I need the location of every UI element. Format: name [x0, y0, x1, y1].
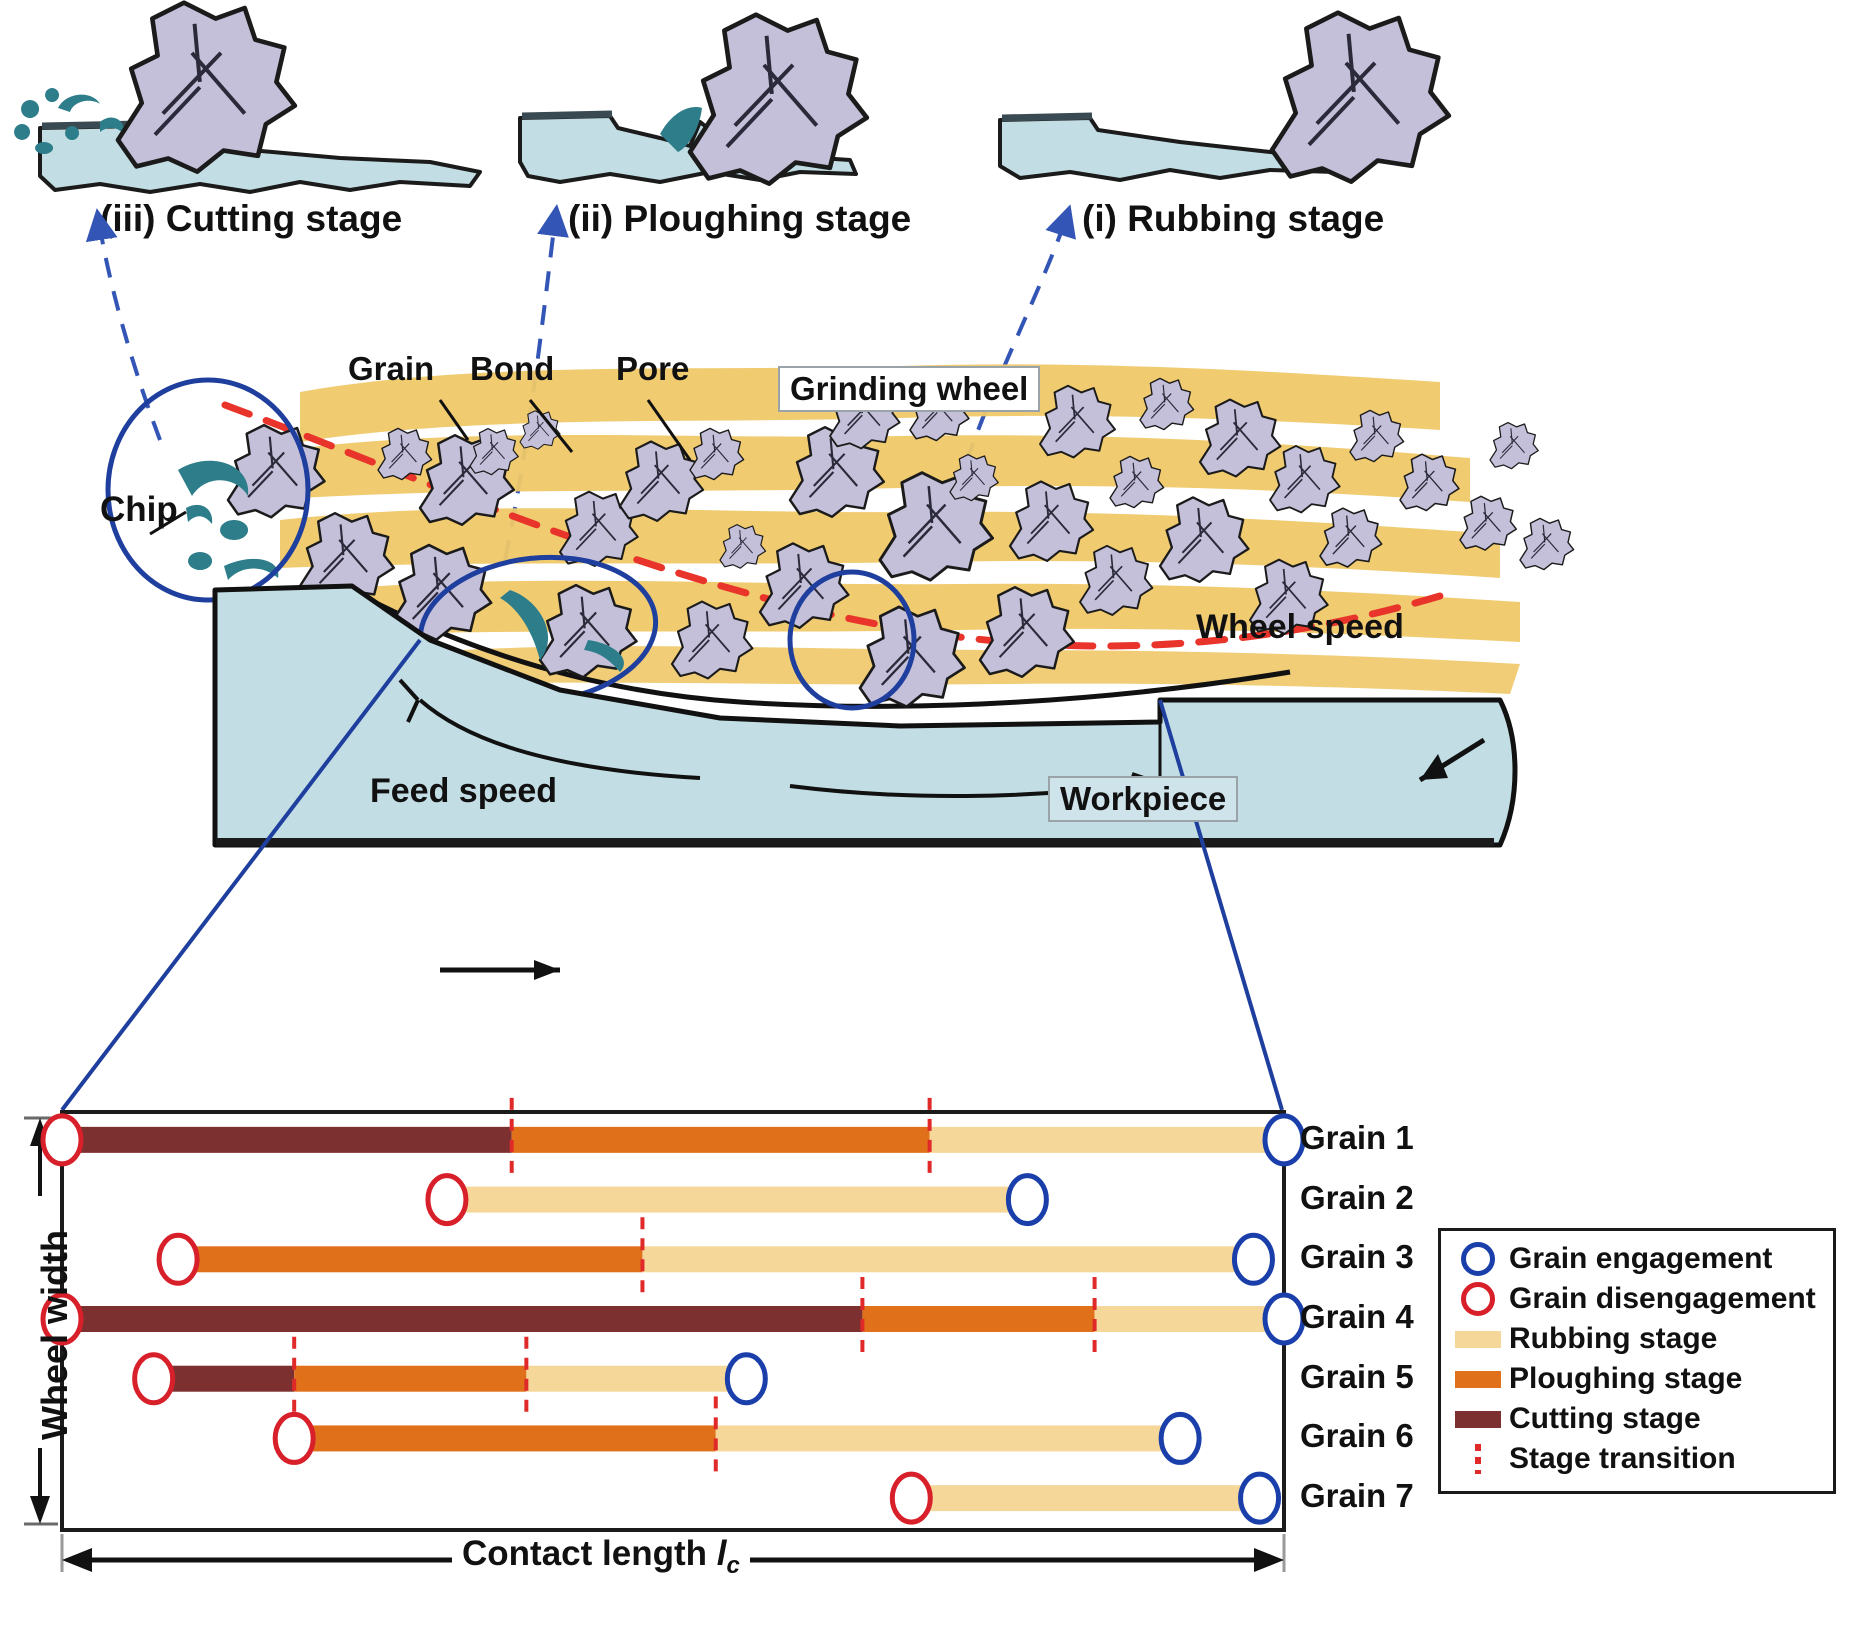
chart-bars-group — [40, 1097, 1306, 1525]
grain-disengagement-marker — [40, 1292, 84, 1346]
cutting-stage-illustration — [14, 3, 482, 194]
rubbing-stage-illustration — [998, 13, 1449, 182]
grain-disengagement-marker — [272, 1411, 316, 1465]
grain-row-label-4: Grain 4 — [1300, 1298, 1414, 1335]
legend-label-grain-engagement: Grain engagement — [1509, 1242, 1773, 1275]
legend-row-grain-disengagement: Grain disengagement — [1447, 1279, 1827, 1319]
contact-length-symbol: l — [716, 1534, 727, 1573]
bar-segment-ploughing — [511, 1126, 930, 1153]
grain-engagement-marker — [724, 1352, 768, 1406]
grain-engagement-marker — [1262, 1292, 1306, 1346]
grain-engagement-marker — [1231, 1232, 1275, 1286]
legend-row-cutting: Cutting stage — [1447, 1399, 1827, 1439]
grain-row-label-3: Grain 3 — [1300, 1238, 1414, 1276]
zoom-connector-right — [1158, 699, 1284, 1111]
bar-segment-rubbing — [929, 1126, 1284, 1153]
zoom-connector-left — [60, 638, 422, 1112]
chips — [178, 460, 625, 672]
grain-engagement-marker — [1238, 1471, 1282, 1525]
grain-row-label-2: Grain 2 — [1300, 1178, 1414, 1216]
bar-segment-rubbing — [715, 1425, 1181, 1452]
bar-segment-rubbing — [526, 1365, 747, 1392]
feed-speed-label: Feed speed — [370, 772, 558, 810]
leader-chip — [149, 510, 187, 536]
leader-pore — [646, 399, 692, 461]
bar-segment-rubbing — [446, 1186, 1028, 1213]
grain-disengagement-marker — [425, 1173, 469, 1227]
ploughing-swatch-icon — [1455, 1370, 1501, 1388]
stage-transition-dashed-icon — [1475, 1444, 1481, 1474]
callout-circle-rubbing — [787, 569, 917, 711]
grain-row-label-7: Grain 7 — [1300, 1477, 1414, 1515]
callout-arrow-cutting — [85, 208, 162, 441]
stage-caption-ploughing: (ii) Ploughing stage — [568, 198, 912, 239]
bar-segment-ploughing — [178, 1246, 643, 1273]
grain-disengagement-marker — [889, 1471, 933, 1525]
ploughing-stage-illustration — [518, 15, 867, 184]
grain-engagement-marker — [1158, 1411, 1202, 1465]
bar-segment-rubbing — [1094, 1306, 1284, 1332]
leader-grain — [438, 399, 470, 441]
legend-label-cutting: Cutting stage — [1509, 1402, 1701, 1435]
bar-segment-ploughing — [294, 1425, 716, 1452]
legend-row-ploughing: Ploughing stage — [1447, 1359, 1827, 1399]
axis-label-wheel-width: Wheel width — [34, 1230, 75, 1440]
bar-segment-cutting — [62, 1306, 863, 1332]
legend-label-grain-disengagement: Grain disengagement — [1509, 1282, 1816, 1315]
wheel-speed-label: Wheel speed — [1196, 608, 1404, 646]
legend-label-rubbing: Rubbing stage — [1509, 1322, 1718, 1355]
grain-disengagement-marker — [156, 1232, 200, 1286]
rubbing-swatch-icon — [1455, 1330, 1501, 1348]
grain-row-label-1: Grain 1 — [1300, 1118, 1414, 1156]
legend-label-ploughing: Ploughing stage — [1509, 1362, 1743, 1395]
label-grain: Grain — [348, 350, 435, 387]
grain-row-label-6: Grain 6 — [1300, 1417, 1414, 1455]
bar-segment-ploughing — [862, 1306, 1095, 1332]
axis-label-contact-length: Contact length lc — [452, 1534, 750, 1580]
label-chip: Chip — [100, 490, 178, 529]
grain-row-label-5: Grain 5 — [1300, 1357, 1414, 1395]
grain-engagement-ring-icon — [1461, 1242, 1495, 1276]
grain-engagement-marker — [1262, 1113, 1306, 1167]
contact-length-subscript: c — [726, 1552, 740, 1579]
bar-segment-ploughing — [294, 1365, 527, 1392]
grinding-wheel-label: Grinding wheel — [778, 366, 1041, 412]
grain-disengagement-marker — [132, 1352, 176, 1406]
bar-segment-cutting — [62, 1126, 512, 1153]
grain-engagement-marker — [1005, 1173, 1049, 1227]
grain-disengagement-marker — [40, 1113, 84, 1167]
flow-arrow-left — [418, 698, 701, 780]
leader-bond — [528, 399, 574, 453]
contact-length-prefix: Contact length — [462, 1534, 717, 1573]
label-bond: Bond — [470, 350, 555, 387]
label-pore: Pore — [616, 350, 690, 387]
grain-disengagement-ring-icon — [1461, 1282, 1495, 1316]
legend-row-transition: Stage transition — [1447, 1439, 1827, 1479]
bar-segment-rubbing — [642, 1246, 1254, 1273]
legend-row-rubbing: Rubbing stage — [1447, 1319, 1827, 1359]
legend-label-transition: Stage transition — [1509, 1442, 1736, 1475]
cutting-swatch-icon — [1455, 1410, 1501, 1428]
workpiece-label: Workpiece — [1048, 776, 1239, 822]
stage-caption-rubbing: (i) Rubbing stage — [1082, 198, 1385, 239]
legend-row-grain-engagement: Grain engagement — [1447, 1239, 1827, 1279]
bar-segment-rubbing — [911, 1485, 1260, 1512]
stage-caption-cutting: (iii) Cutting stage — [100, 198, 403, 239]
callout-circle-cutting — [105, 377, 311, 603]
bar-segment-cutting — [153, 1365, 295, 1392]
